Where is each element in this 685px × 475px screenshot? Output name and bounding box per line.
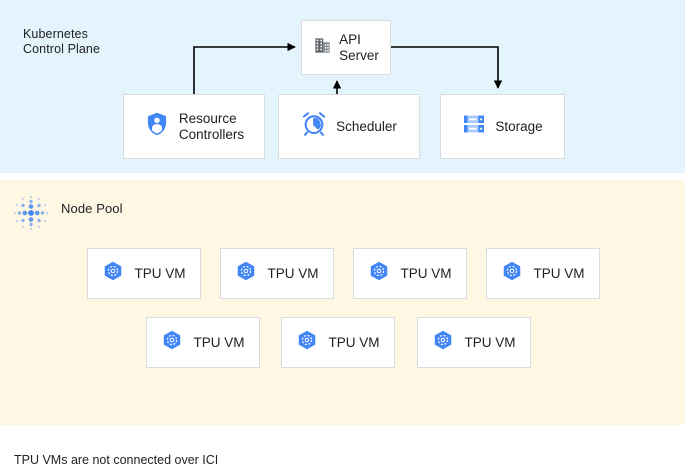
node-pool-title: Node Pool (61, 201, 123, 216)
node-pool-panel (0, 180, 685, 425)
node-storage-content: Storage (462, 112, 543, 141)
tpu-vm-content: TPU VM (296, 329, 380, 356)
tpu-vm-content: TPU VM (432, 329, 516, 356)
node-resource-controllers[interactable]: Resource Controllers (123, 94, 265, 159)
node-api-server-label: API Server (339, 31, 379, 63)
tpu-vm-label: TPU VM (193, 334, 245, 350)
tpu-vm-content: TPU VM (235, 260, 319, 287)
tpu-vm-card[interactable]: TPU VM (87, 248, 201, 299)
tpu-hexagon-icon (235, 260, 257, 287)
tpu-vm-card[interactable]: TPU VM (146, 317, 260, 368)
node-storage[interactable]: Storage (440, 94, 565, 159)
tpu-hexagon-icon (368, 260, 390, 287)
server-rack-icon (462, 112, 486, 141)
shield-user-icon (144, 111, 170, 142)
tpu-hexagon-icon (296, 329, 318, 356)
tpu-hexagon-icon (102, 260, 124, 287)
tpu-vm-label: TPU VM (267, 265, 319, 281)
tpu-vm-label: TPU VM (464, 334, 516, 350)
tpu-vm-label: TPU VM (533, 265, 585, 281)
control-plane-title: Kubernetes Control Plane (23, 27, 101, 56)
tpu-vm-label: TPU VM (134, 265, 186, 281)
tpu-vm-card[interactable]: TPU VM (281, 317, 395, 368)
tpu-vm-label: TPU VM (328, 334, 380, 350)
tpu-vm-content: TPU VM (161, 329, 245, 356)
tpu-vm-content: TPU VM (102, 260, 186, 287)
node-api-server-content: API Server (313, 32, 379, 64)
caption-text: TPU VMs are not connected over ICI (14, 453, 219, 467)
tpu-hexagon-icon (501, 260, 523, 287)
tpu-hexagon-icon (161, 329, 183, 356)
node-scheduler-label: Scheduler (336, 118, 397, 134)
node-api-server[interactable]: API Server (301, 20, 391, 75)
building-icon (313, 36, 332, 60)
node-scheduler[interactable]: Scheduler (278, 94, 420, 159)
dot-grid-icon (10, 192, 52, 234)
tpu-vm-content: TPU VM (501, 260, 585, 287)
node-storage-label: Storage (495, 118, 543, 134)
tpu-vm-card[interactable]: TPU VM (353, 248, 467, 299)
tpu-vm-card[interactable]: TPU VM (220, 248, 334, 299)
tpu-hexagon-icon (432, 329, 454, 356)
tpu-vm-content: TPU VM (368, 260, 452, 287)
tpu-vm-card[interactable]: TPU VM (486, 248, 600, 299)
node-resource-controllers-content: Resource Controllers (144, 111, 244, 143)
tpu-vm-card[interactable]: TPU VM (417, 317, 531, 368)
tpu-vm-label: TPU VM (400, 265, 452, 281)
node-resource-controllers-label: Resource Controllers (178, 110, 245, 142)
alarm-clock-icon (301, 111, 327, 142)
node-scheduler-content: Scheduler (301, 111, 397, 142)
